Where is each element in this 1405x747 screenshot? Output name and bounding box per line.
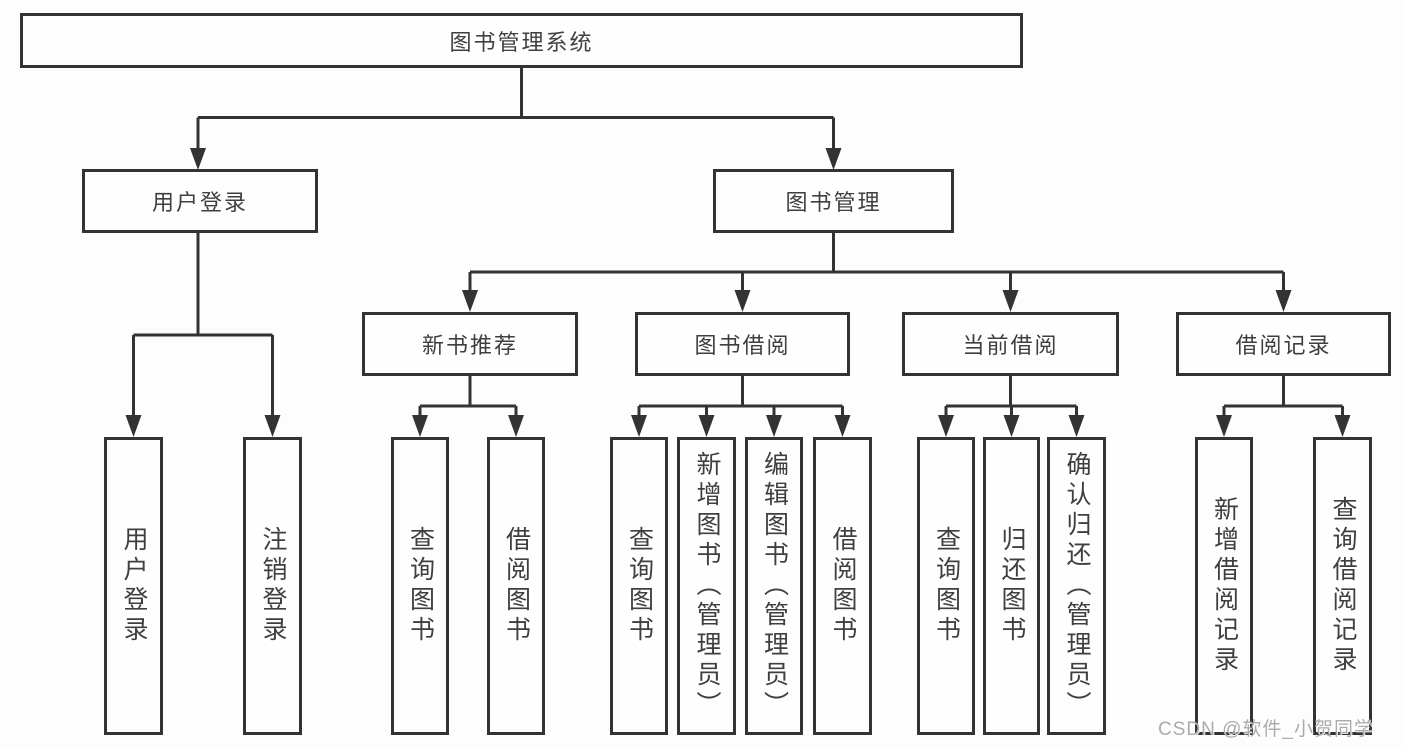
node-label: 图书管理系统 [449,29,594,55]
node-book-borrow: 图书借阅 [635,312,850,376]
node-current-query-book: 查询图书 [917,437,975,735]
node-label: 新增借阅记录 [1210,496,1239,676]
node-recommend-borrow-book: 借阅图书 [487,437,545,735]
node-label: 归还图书 [998,526,1026,646]
node-new-book-recommend: 新书推荐 [362,312,578,376]
node-borrow-add-book-admin: 新增图书（管理员） [677,437,736,735]
node-label: 图书管理 [785,190,882,215]
node-current-confirm-return-admin: 确认归还（管理员） [1047,437,1106,735]
node-recommend-query-book: 查询图书 [391,437,449,735]
csdn-watermark: CSDN @软件_小贺同学 [1158,719,1374,740]
node-borrow-query-book: 查询图书 [610,437,668,735]
node-label: 图书借阅 [694,333,791,358]
node-record-query-record: 查询借阅记录 [1313,437,1372,735]
node-label: 用户登录 [151,190,248,215]
node-label: 注销登录 [259,526,287,646]
node-current-return-book: 归还图书 [983,437,1040,735]
node-label: 新书推荐 [421,333,518,358]
node-login-user-login: 用户登录 [104,437,163,735]
node-record-add-record: 新增借阅记录 [1195,437,1253,735]
node-label: 编辑图书（管理员） [760,451,789,721]
node-label: 确认归还（管理员） [1063,451,1091,721]
node-label: 查询借阅记录 [1329,496,1357,676]
node-label: 新增图书（管理员） [693,451,721,721]
node-label: 查询图书 [625,526,654,646]
node-book-management: 图书管理 [713,169,954,233]
node-borrow-edit-book-admin: 编辑图书（管理员） [745,437,803,735]
node-label: 借阅图书 [502,526,531,646]
node-label: 查询图书 [932,526,961,646]
node-label: 当前借阅 [962,333,1059,358]
node-current-borrow: 当前借阅 [902,312,1119,376]
node-label: 借阅图书 [829,526,857,646]
node-login-logout: 注销登录 [243,437,302,735]
node-borrow-record: 借阅记录 [1176,312,1391,376]
node-borrow-borrow-book: 借阅图书 [813,437,872,735]
node-user-login: 用户登录 [82,169,318,233]
node-label: 查询图书 [406,526,435,646]
node-root-system: 图书管理系统 [20,13,1023,68]
node-label: 借阅记录 [1235,333,1332,358]
node-label: 用户登录 [120,526,148,646]
